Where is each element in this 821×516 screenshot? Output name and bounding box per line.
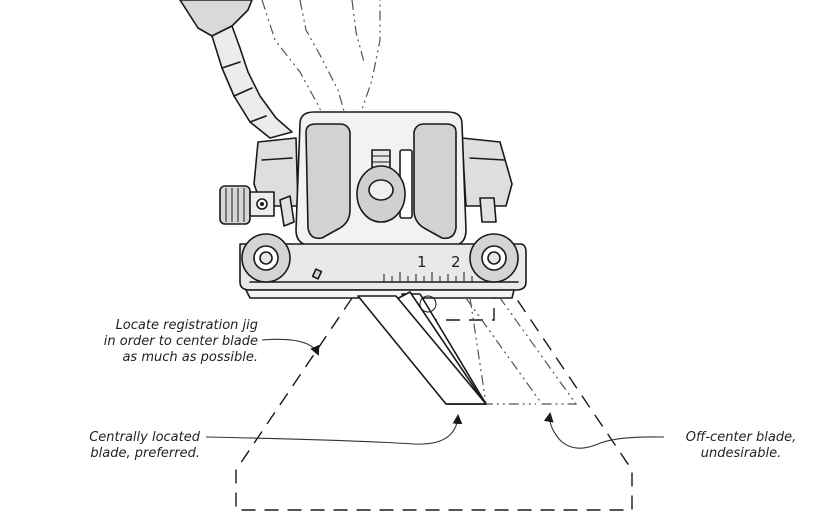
right-wing — [461, 137, 513, 207]
base-plate — [245, 289, 515, 299]
left-roller — [241, 233, 291, 283]
scale-mark-2: 2 — [451, 253, 461, 271]
locate-jig-callout: Locate registration jig in order to cent… — [6, 318, 258, 366]
left-wing — [253, 137, 299, 207]
central-blade-callout: Centrally located blade, preferred. — [10, 430, 200, 462]
chisel-blade — [357, 295, 487, 405]
honing-guide-body — [219, 111, 527, 299]
offcenter-line-2: undesirable. — [700, 446, 782, 461]
offcenter-blade-ghost — [465, 297, 578, 405]
locate-leader — [261, 338, 320, 356]
right-roller — [469, 233, 519, 283]
offcenter-leader — [543, 412, 665, 449]
pivot-circle — [419, 295, 437, 313]
central-line-1: Centrally located — [89, 430, 200, 445]
left-clamp-pad — [305, 123, 351, 240]
locate-line-1: Locate registration jig — [115, 318, 258, 333]
offcenter-chisel-ghost — [261, 0, 381, 131]
left-adjuster-knob — [219, 185, 251, 225]
central-line-2: blade, preferred. — [90, 446, 200, 461]
offcenter-line-1: Off-center blade, — [685, 430, 797, 445]
carriage-bar — [239, 243, 527, 291]
central-leader — [205, 414, 463, 445]
right-clamp-pad — [413, 123, 457, 240]
locate-line-3: as much as possible. — [122, 350, 258, 365]
right-pin — [479, 197, 497, 223]
chisel-handle — [179, 0, 293, 139]
scale-mark-1: 1 — [417, 253, 427, 271]
offcenter-blade-callout: Off-center blade, undesirable. — [668, 430, 814, 462]
locate-line-2: in order to center blade — [103, 334, 258, 349]
angle-scale — [383, 272, 473, 282]
